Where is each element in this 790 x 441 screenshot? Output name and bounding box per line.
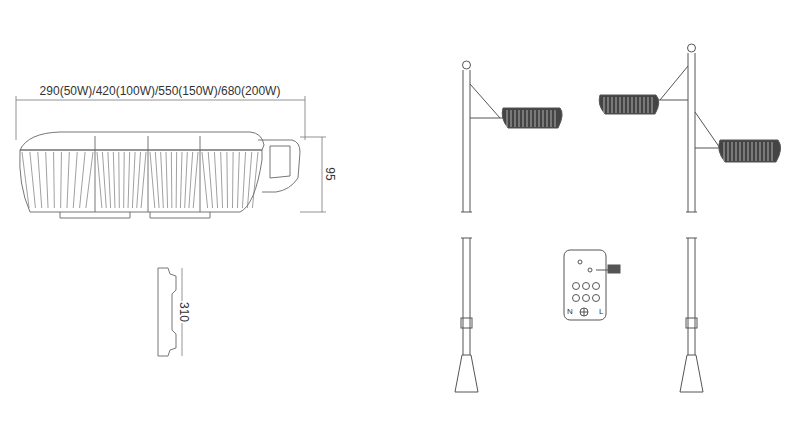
fin-line (193, 152, 198, 208)
fin-line (551, 110, 552, 127)
fin-line (519, 110, 520, 127)
fin-line (185, 152, 188, 208)
fin-line (161, 152, 164, 208)
fin-line (628, 97, 629, 113)
fin-line (113, 152, 115, 208)
fin-line (128, 152, 130, 208)
fin-line (620, 97, 621, 113)
fin-line (123, 152, 125, 208)
fin-line (242, 152, 245, 208)
fin-line (612, 97, 613, 113)
fin-line (752, 142, 753, 161)
terminal-label: N (566, 308, 574, 316)
fin-line (247, 152, 251, 208)
fin-line (724, 142, 725, 161)
pole-single-arm (455, 61, 562, 392)
fin-line (30, 152, 36, 208)
fin-line (736, 142, 737, 161)
fin-line (208, 152, 212, 208)
fin-line (648, 97, 649, 113)
fin-line (189, 152, 193, 208)
fin-line (108, 152, 111, 208)
fin-line (237, 152, 239, 208)
cooling-fins (22, 97, 772, 208)
terminal-block-symbol (564, 250, 620, 320)
fin-line (46, 152, 48, 208)
fin-line (166, 152, 168, 208)
fin-line (515, 110, 516, 127)
fin-line (86, 152, 93, 208)
fin-line (150, 152, 155, 208)
fin-line (760, 142, 761, 161)
fin-line (616, 97, 617, 113)
fin-line (624, 97, 625, 113)
fin-line (543, 110, 544, 127)
luminaire-side-view (20, 132, 300, 218)
fin-line (97, 152, 102, 208)
pole-double-arm (599, 44, 780, 392)
fin-line (527, 110, 528, 127)
fin-line (155, 152, 159, 208)
fin-line (772, 142, 773, 161)
fin-line (728, 142, 729, 161)
fin-line (132, 152, 135, 208)
fin-line (748, 142, 749, 161)
dimension-line (16, 96, 326, 212)
fin-line (176, 152, 178, 208)
fin-line (221, 152, 223, 208)
fin-line (555, 110, 556, 127)
fin-line (73, 152, 77, 208)
fin-line (232, 152, 234, 208)
fin-line (539, 110, 540, 127)
fin-line (252, 152, 258, 208)
dimension-text: 95 (324, 166, 336, 181)
fin-line (137, 152, 141, 208)
fin-line (214, 152, 217, 208)
fin-line (531, 110, 532, 127)
fin-line (60, 152, 62, 208)
fin-line (636, 97, 637, 113)
fin-line (171, 152, 173, 208)
fin-line (180, 152, 182, 208)
fin-line (523, 110, 524, 127)
fin-line (644, 97, 645, 113)
fin-line (652, 97, 653, 113)
fin-line (202, 152, 208, 208)
fin-line (53, 152, 55, 208)
fin-line (608, 97, 609, 113)
fin-line (22, 152, 29, 208)
fin-line (732, 142, 733, 161)
dimension-text: 290(50W)/420(100W)/550(150W)/680(200W) (39, 85, 282, 97)
fin-line (768, 142, 769, 161)
fin-line (632, 97, 633, 113)
dimension-text: 310 (178, 301, 190, 323)
fin-line (740, 142, 741, 161)
fin-line (764, 142, 765, 161)
fin-line (640, 97, 641, 113)
fin-line (507, 110, 508, 127)
fin-line (67, 152, 69, 208)
fin-line (547, 110, 548, 127)
fin-line (141, 152, 146, 208)
fin-line (604, 97, 605, 113)
terminal-label: L (598, 308, 604, 316)
fin-line (38, 152, 42, 208)
fin-line (118, 152, 120, 208)
fin-line (102, 152, 106, 208)
fin-line (511, 110, 512, 127)
fin-line (756, 142, 757, 161)
fin-line (226, 152, 228, 208)
fin-line (535, 110, 536, 127)
fin-line (744, 142, 745, 161)
fin-line (80, 152, 86, 208)
